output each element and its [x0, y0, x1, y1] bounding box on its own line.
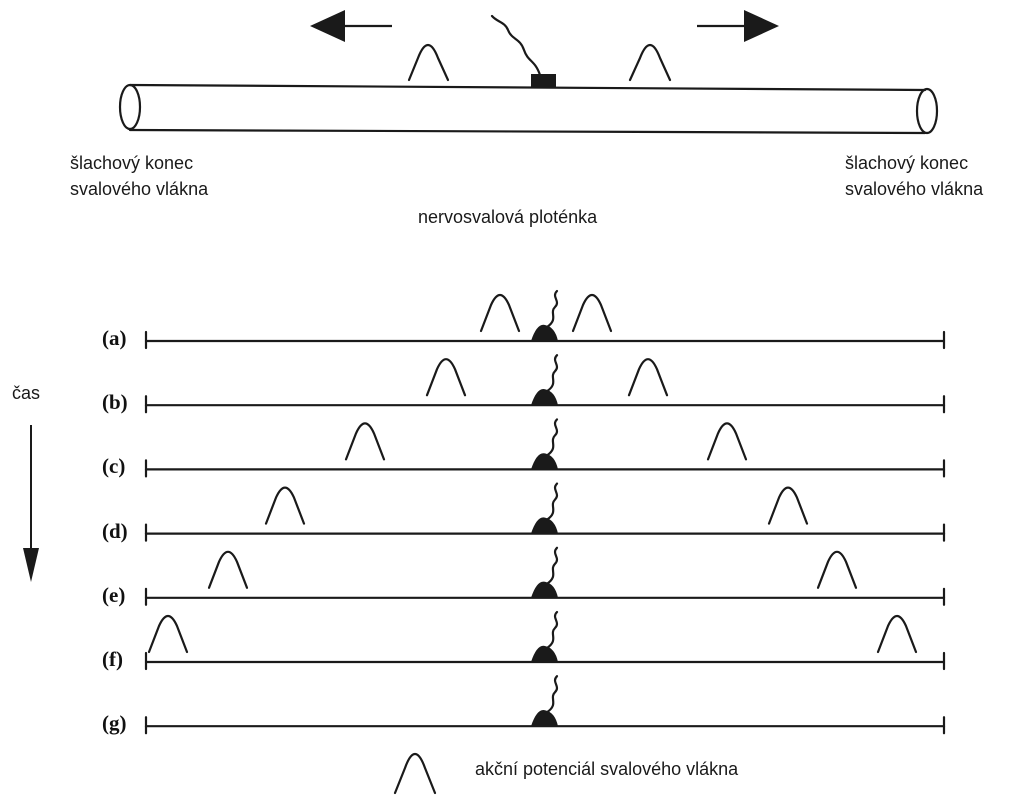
time-row	[144, 289, 946, 350]
action-potential-spike	[571, 293, 613, 333]
action-potential-spike	[767, 486, 809, 525]
nerve-fiber-icon	[545, 354, 559, 393]
nerve-fiber-icon	[545, 289, 559, 329]
nerve-fiber-icon	[545, 675, 559, 714]
left-tendon-label-line1: šlachový konec	[70, 153, 194, 173]
time-row	[144, 418, 946, 478]
endplate-icon	[531, 389, 558, 406]
top-action-potential-right	[628, 43, 672, 82]
left-tendon-label-line2: svalového vlákna	[70, 179, 209, 199]
endplate-icon	[531, 453, 558, 470]
row-label: (f)	[102, 647, 123, 671]
row-label: (g)	[102, 711, 127, 736]
time-row	[144, 482, 946, 542]
endplate-icon	[531, 324, 558, 341]
endplate-label: nervosvalová ploténka	[418, 207, 598, 227]
time-row	[144, 546, 946, 606]
endplate-icon	[531, 581, 558, 598]
endplate-icon	[531, 645, 558, 662]
arrow-left-icon	[310, 10, 392, 42]
nerve-fiber-icon	[545, 610, 559, 650]
time-row	[144, 610, 946, 671]
endplate-icon	[531, 517, 558, 534]
action-potential-spike	[147, 614, 189, 654]
nerve-fiber-icon	[545, 546, 559, 585]
action-potential-spike	[627, 358, 669, 397]
legend-action-potential-icon	[393, 752, 437, 795]
time-label: čas	[12, 383, 41, 403]
top-action-potential-left	[407, 43, 450, 82]
nerve-fiber-icon	[545, 418, 559, 457]
action-potential-spike	[706, 422, 748, 461]
muscle-fiber-cylinder	[118, 83, 939, 135]
legend-label: akční potenciál svalového vlákna	[475, 759, 739, 779]
nerve-fiber-icon	[545, 482, 559, 521]
action-potential-spike	[207, 550, 249, 589]
row-label: (e)	[102, 582, 126, 607]
time-row	[144, 675, 946, 735]
action-potential-spike	[479, 293, 521, 333]
row-label: (b)	[102, 390, 128, 415]
action-potential-spike	[425, 358, 467, 397]
right-tendon-label-line2: svalového vlákna	[845, 179, 984, 199]
action-potential-spike	[876, 614, 918, 654]
action-potential-spike	[816, 550, 858, 589]
row-label: (c)	[102, 454, 126, 479]
row-label: (a)	[102, 326, 127, 350]
time-rows	[144, 289, 946, 735]
endplate-nerve-top	[490, 14, 556, 88]
row-label: (d)	[102, 518, 128, 543]
action-potential-spike	[344, 422, 386, 461]
right-tendon-label-line1: šlachový konec	[845, 153, 969, 173]
action-potential-spike	[264, 486, 306, 525]
arrow-right-icon	[697, 10, 779, 42]
time-arrow-icon	[23, 425, 39, 582]
endplate-icon	[531, 710, 558, 727]
time-row	[144, 354, 946, 414]
